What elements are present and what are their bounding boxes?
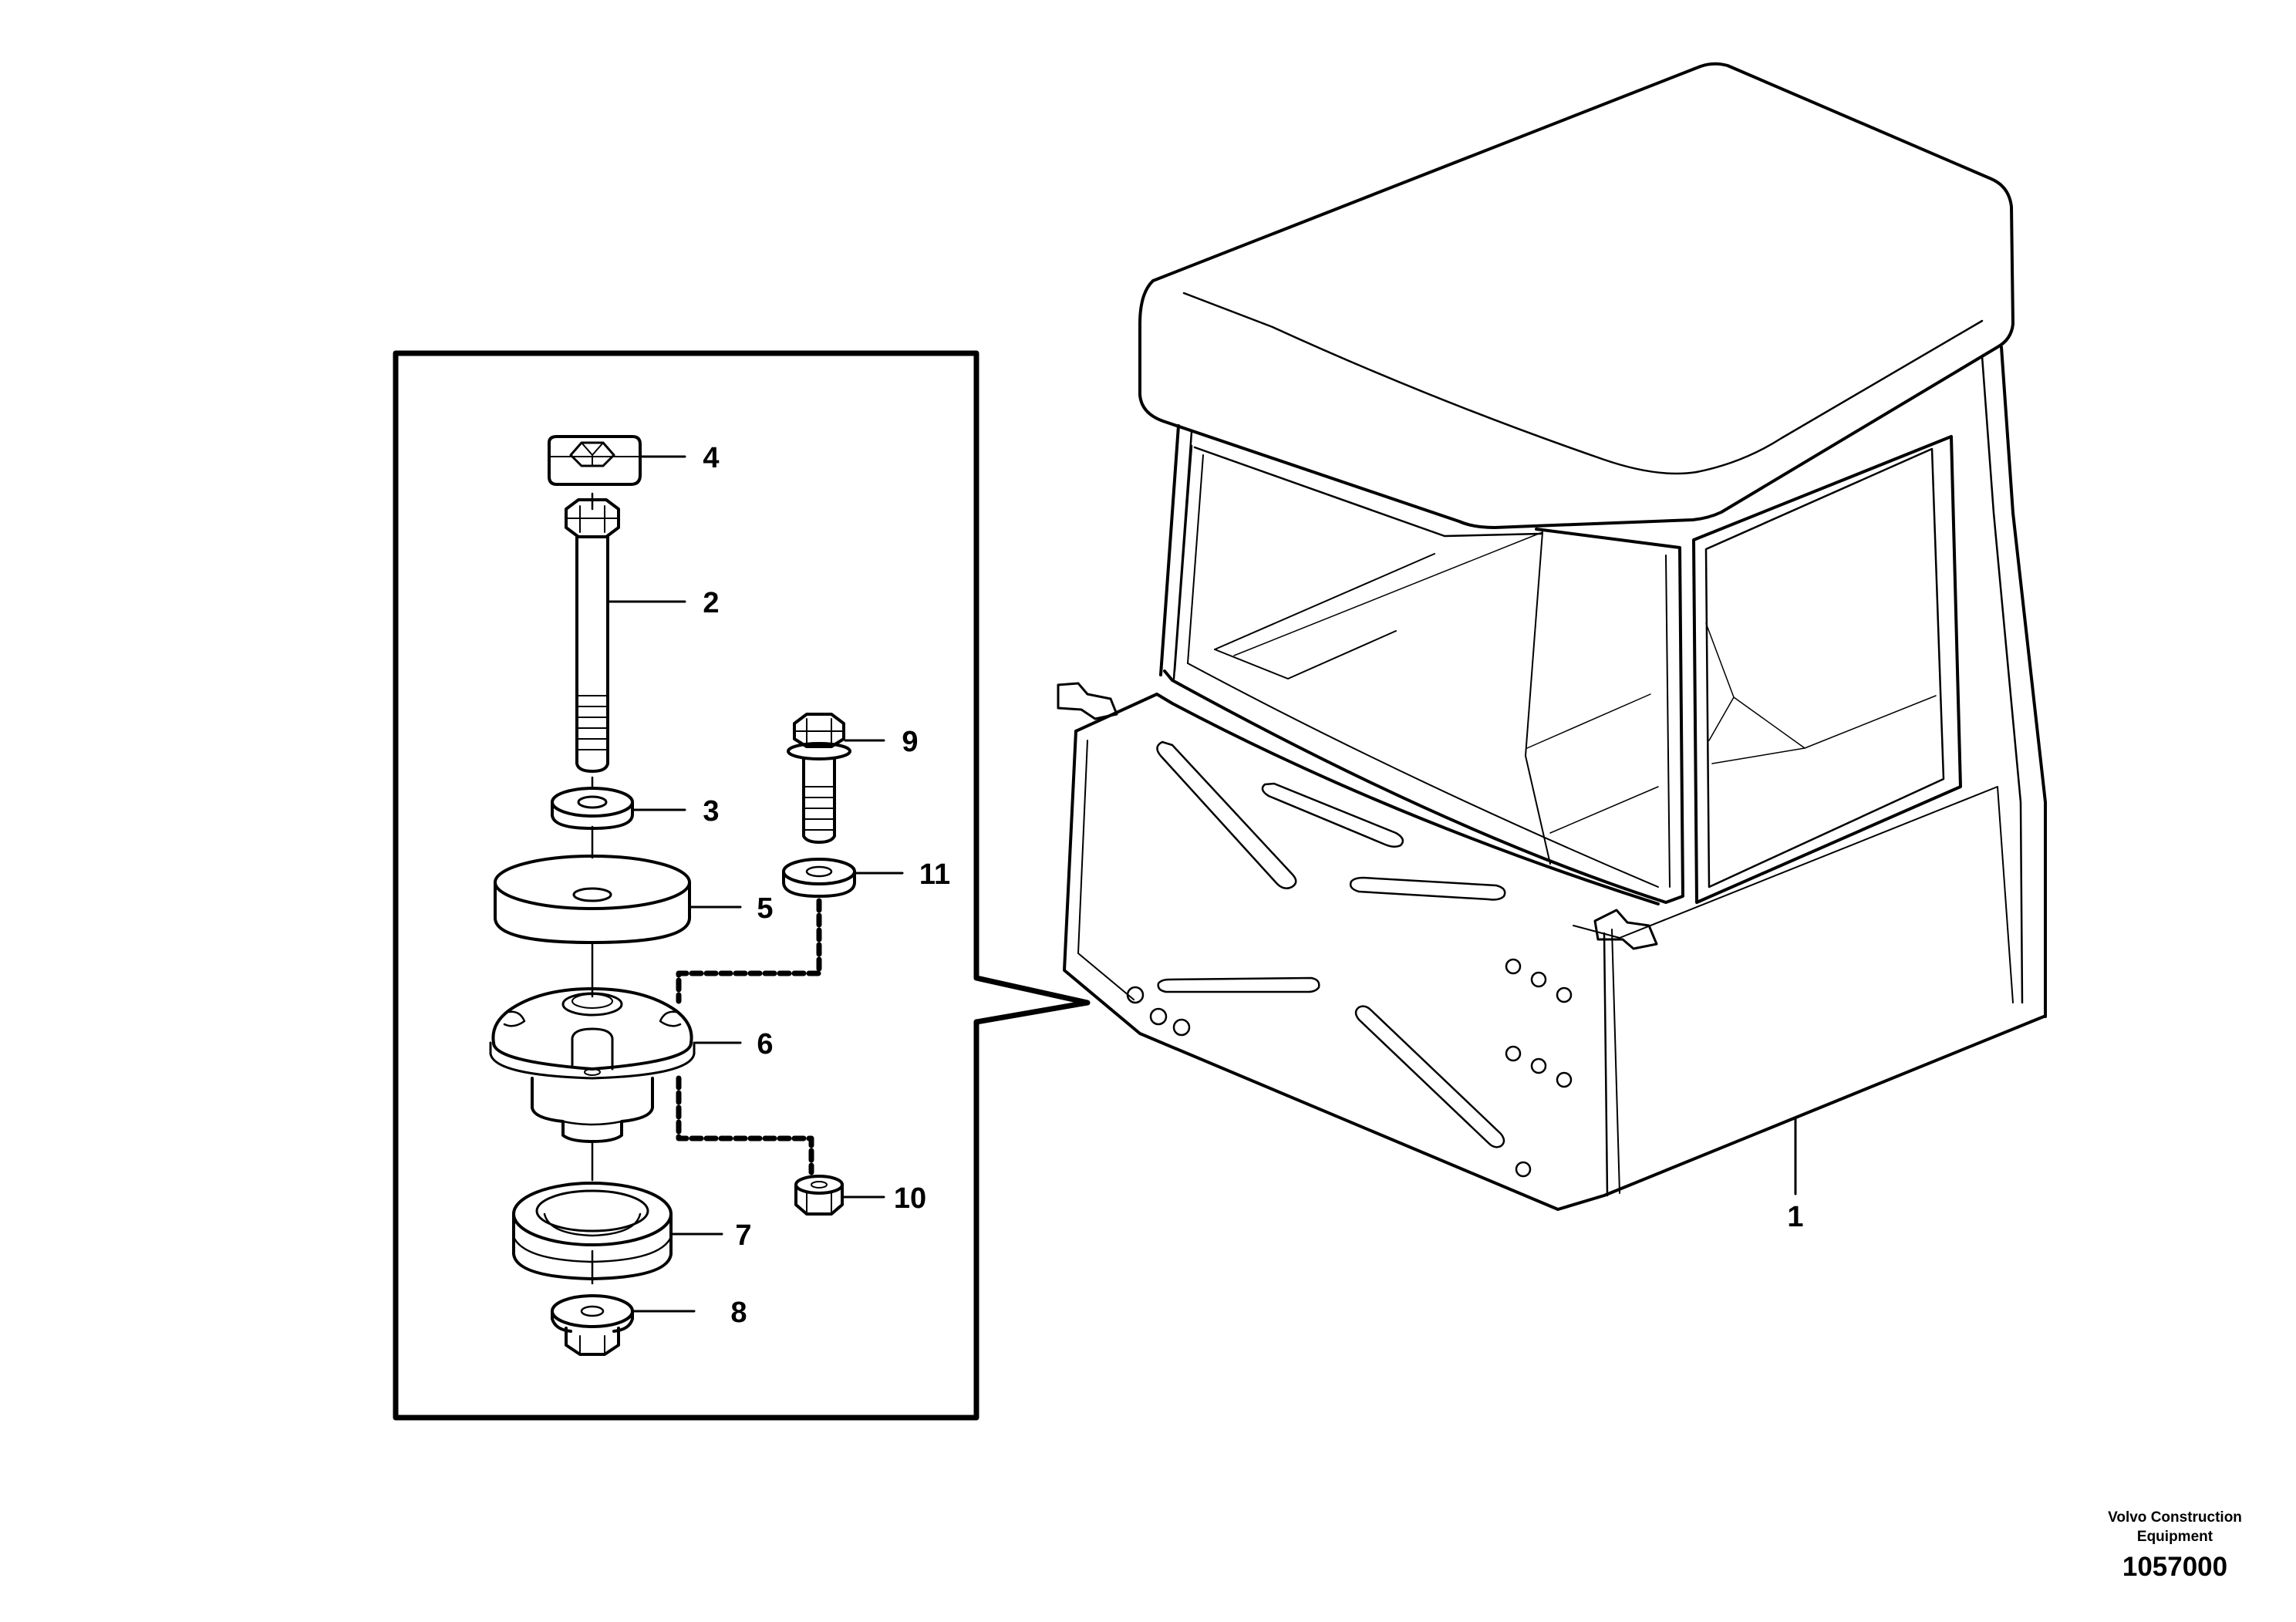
- detail-box: [393, 350, 1091, 1421]
- diagram-number: 1057000: [2122, 1552, 2228, 1582]
- part-9-flange-bolt: [787, 713, 851, 844]
- part-11-washer: [782, 858, 856, 898]
- callout-2: 2: [703, 587, 719, 619]
- callout-labels: 4 2 3 5 6 7 8 9 11 10 1: [703, 442, 1803, 1329]
- cab-drawing: [1057, 62, 2047, 1211]
- part-4-square-nut: [548, 435, 642, 486]
- part-6-rubber-mount: [489, 987, 696, 1143]
- callout-leaders: [608, 455, 1797, 1313]
- callout-9: 9: [902, 726, 918, 758]
- callout-6: 6: [757, 1028, 773, 1061]
- part-5-disc: [494, 855, 691, 944]
- callout-10: 10: [894, 1182, 926, 1215]
- part-7-ring: [512, 1182, 673, 1280]
- detail-parts: [489, 435, 856, 1356]
- callout-8: 8: [730, 1297, 747, 1329]
- callout-5: 5: [757, 892, 773, 925]
- credit-line-1: Volvo Construction: [2108, 1509, 2242, 1526]
- part-3-washer: [551, 787, 634, 830]
- credit-line-2: Equipment: [2136, 1529, 2213, 1545]
- callout-4: 4: [703, 442, 719, 474]
- part-10-nut: [794, 1175, 844, 1216]
- callout-1: 1: [1787, 1201, 1803, 1233]
- callout-3: 3: [703, 795, 719, 828]
- callout-11: 11: [919, 858, 950, 891]
- part-8-flange-nut: [551, 1294, 634, 1356]
- part-2-bolt: [565, 498, 620, 773]
- publisher-credit: Volvo Construction Equipment 1057000: [2021, 1508, 2296, 1585]
- callout-7: 7: [735, 1219, 751, 1252]
